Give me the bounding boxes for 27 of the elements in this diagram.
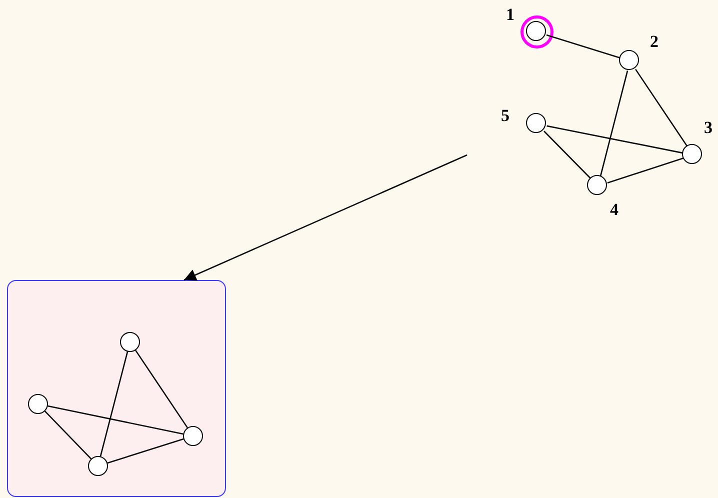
- arrow: [184, 154, 468, 281]
- vertex-number: 2: [650, 32, 658, 52]
- graph-edge: [44, 410, 92, 460]
- vertex-number: 5: [501, 106, 510, 126]
- graph-vertex: [526, 21, 546, 41]
- graph-vertex: [682, 144, 702, 164]
- graph-vertex: [28, 394, 48, 414]
- graph-vertex: [587, 175, 607, 195]
- graph-edge: [635, 68, 688, 148]
- graph-edge: [100, 352, 128, 456]
- graph-edge: [48, 405, 184, 435]
- graph-edge: [546, 34, 621, 59]
- graph-panel: [7, 280, 226, 497]
- vertex-number: 1: [506, 5, 514, 25]
- graph-edge: [546, 125, 684, 154]
- graph-vertex: [183, 426, 203, 446]
- graph-edge: [135, 350, 188, 428]
- graph-vertex: [526, 113, 546, 133]
- graph-edge: [600, 70, 628, 176]
- vertex-number: 4: [610, 200, 618, 220]
- graph-vertex: [619, 50, 639, 70]
- graph-vertex: [120, 332, 140, 352]
- vertex-number: 3: [704, 118, 712, 138]
- graph-edge: [544, 130, 592, 180]
- graph-edge: [607, 157, 684, 184]
- graph-vertex: [88, 456, 108, 476]
- graph-edge: [107, 438, 184, 464]
